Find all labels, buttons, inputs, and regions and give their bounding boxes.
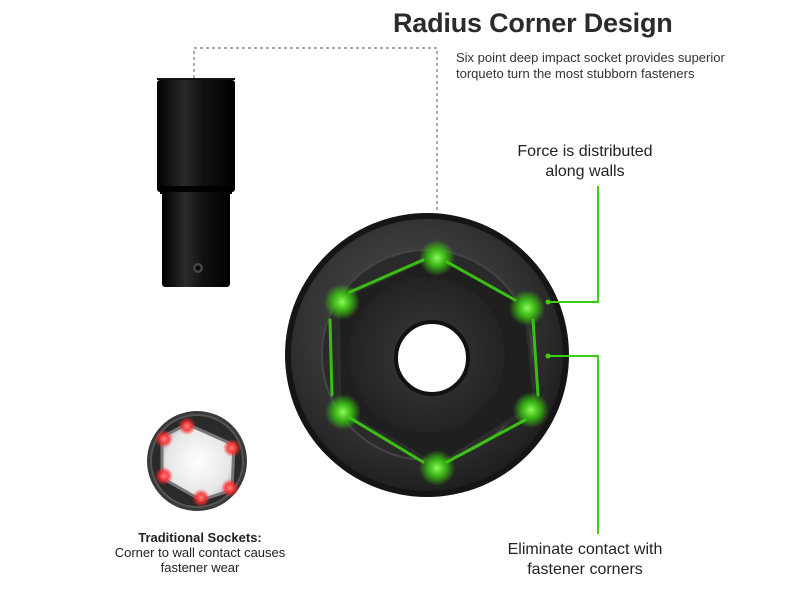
traditional-sockets-caption: Traditional Sockets: Corner to wall cont… bbox=[110, 530, 290, 575]
dashed-connector bbox=[193, 47, 438, 230]
callout-lines bbox=[548, 186, 599, 534]
page-title: Radius Corner Design bbox=[393, 8, 673, 38]
subtitle: Six point deep impact socket provides su… bbox=[456, 50, 725, 81]
traditional-sockets-title: Traditional Sockets: bbox=[138, 530, 262, 545]
traditional-sockets-text: Corner to wall contact causes fastener w… bbox=[114, 545, 286, 575]
callout-force-distributed: Force is distributed along walls bbox=[517, 143, 653, 180]
traditional-socket-icon bbox=[147, 411, 247, 511]
callout-eliminate-contact: Eliminate contact with fastener corners bbox=[507, 541, 663, 578]
deep-socket-side-icon bbox=[157, 78, 235, 287]
socket-end-view-icon bbox=[285, 213, 569, 497]
